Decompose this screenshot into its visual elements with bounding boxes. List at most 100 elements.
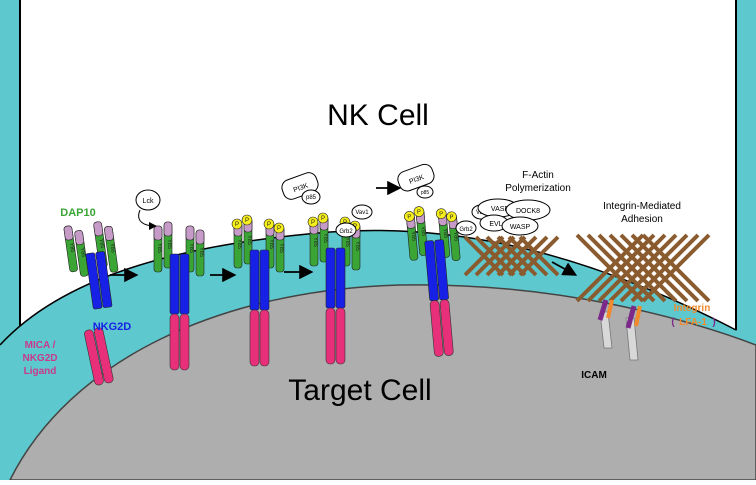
dap10-stage4-1-phospho	[307, 216, 319, 228]
dap10-stage2-4-tail	[195, 229, 205, 245]
ligand-chain-stage4b	[335, 307, 346, 365]
integrin-alpha-2	[625, 305, 637, 329]
actin-mesh-1-fiber-b3	[496, 235, 538, 277]
ligand-chain-stage5b	[439, 299, 454, 356]
nkg2d-chain-stage1a	[85, 252, 103, 310]
dap10-stage2-1-y85: Y85	[156, 243, 162, 253]
dap10-stage4-3-y85: Y85	[344, 237, 350, 247]
pi3k-complex-5: PI3K	[397, 163, 435, 192]
target-cell	[8, 284, 756, 481]
adhesion-label-line1: Integrin-Mediated	[603, 201, 681, 212]
ligand-chain-stage1a	[84, 329, 104, 386]
grb2-label-5: Grb2	[459, 227, 473, 233]
dap10-stage2-2-tail	[163, 221, 173, 237]
dap10-stage1-1-y85: Y85	[68, 242, 75, 253]
factin-label-line2: Polymerization	[505, 183, 571, 194]
actin-mesh-2-fiber-b4	[619, 233, 689, 303]
actin-mesh-1	[463, 235, 560, 277]
vasp-label: VASP	[491, 206, 509, 213]
dap10-stage4-4-y85: Y85	[354, 241, 360, 251]
dap10-stage3-2-y85: Y85	[246, 235, 252, 245]
arrow-stage5-6	[551, 261, 578, 276]
dap10-stage5-3-y85: Y85	[442, 228, 449, 238]
dap10-stage5-2-y85: Y85	[419, 226, 426, 236]
ligand-chain-stage4a	[325, 307, 336, 365]
adhesion-label-line2: Adhesion	[621, 214, 663, 225]
wasp-bubble	[501, 216, 539, 236]
ligand-chain-stage3a	[249, 309, 260, 367]
dap10-label: DAP10	[60, 207, 95, 219]
factin-label-line1: F-Actin	[522, 170, 554, 181]
dap10-stage1-2-y85: Y85	[79, 247, 86, 258]
actin-mesh-2-fiber-b3	[608, 233, 678, 303]
dap10-stage3-4-phospho-label: P	[277, 226, 281, 232]
dap10-stage1-3-tail	[93, 221, 104, 237]
integrin-beta-2	[634, 305, 642, 327]
dap10-stage5-4-y85: Y85	[452, 231, 459, 241]
pi3k-label: PI3K	[293, 182, 310, 194]
nkg2d-chain-stage2b	[179, 253, 190, 315]
actin-mesh-2-fiber-b6	[641, 233, 711, 303]
nkg2d-chain-stage3b	[259, 249, 270, 311]
icam-1	[599, 311, 613, 349]
actin-mesh-2	[575, 233, 711, 303]
dap10-stage5-1-phospho-label: P	[407, 214, 412, 220]
dap10-stage3-4-phospho	[273, 222, 285, 234]
lck-label: Lck	[143, 198, 154, 205]
nk-membrane-synapse-edge	[0, 229, 737, 346]
dap10-stage2-2-y85: Y85	[166, 239, 172, 249]
pi3k-label-5: PI3K	[408, 174, 425, 186]
integrin-icam-group	[597, 299, 642, 361]
p85-bubble	[301, 189, 321, 205]
nkg2d-chain-stage2a	[169, 253, 180, 315]
dap10-stage4-2-phospho	[317, 212, 329, 224]
dap10-stage3-2-phospho	[241, 214, 253, 226]
target-cell-title: Target Cell	[288, 374, 431, 407]
dap10-stage3-1-phospho	[231, 218, 243, 230]
actin-mesh-1-fiber-b0	[463, 235, 505, 277]
ligand-chain-stage2b	[179, 313, 190, 371]
integrin-label: Integrin	[674, 303, 711, 314]
pi3k-bubble-5	[397, 163, 435, 192]
integrin-beta-1	[606, 299, 614, 319]
dap10-stage5-4-phospho	[446, 211, 457, 223]
dap10-stage5-3-phospho	[435, 208, 447, 219]
dap10-stage1-4-tail	[104, 225, 114, 241]
dap10-stage5-1-phospho	[404, 211, 415, 222]
nk-cell-title: NK Cell	[327, 99, 429, 132]
dap10-stage2-4-y85: Y85	[198, 247, 204, 257]
nkg2d-chain-stage3a	[249, 249, 260, 311]
actin-mesh-1-fiber-b2	[485, 235, 527, 277]
actin-mesh-2-fiber-b5	[630, 233, 700, 303]
nkg2d-chain-stage4b	[335, 247, 346, 309]
dap10-stage3-3-y85: Y85	[268, 239, 274, 249]
dap10-stage2-1-tail	[153, 225, 163, 241]
dap10-stage5-2-phospho	[413, 206, 425, 217]
dap10-stage4-2-phospho-label: P	[321, 216, 325, 222]
lck-bubble	[135, 189, 161, 211]
nkg2d-chain-stage4a	[325, 247, 336, 309]
dap10-stage2-3-tail	[185, 225, 195, 241]
ligand-stage-1	[84, 327, 114, 386]
grb2-label: Grb2	[339, 229, 353, 235]
ligand-chain-stage5a	[429, 300, 444, 357]
dap10-stage3-1-phospho-label: P	[235, 222, 239, 228]
p85-label-5: p85	[421, 190, 430, 196]
lfa-label: LFA-1	[679, 317, 707, 328]
ligand-chain-stage3b	[259, 309, 270, 367]
ligand-chain-stage2a	[169, 313, 180, 371]
dap10-stage4-1-phospho-label: P	[311, 220, 315, 226]
dap10-stage3-3-phospho-label: P	[267, 222, 271, 228]
dap10-stage1-4-y85: Y85	[108, 243, 115, 254]
lfa-close-paren: )	[712, 317, 715, 328]
dap10-stage4-1-y85: Y85	[312, 237, 318, 247]
integrin-alpha-1	[597, 299, 609, 321]
dap10-stage5-4-phospho-label: P	[449, 215, 454, 221]
ligand-label-line2: NKG2D	[22, 353, 57, 364]
